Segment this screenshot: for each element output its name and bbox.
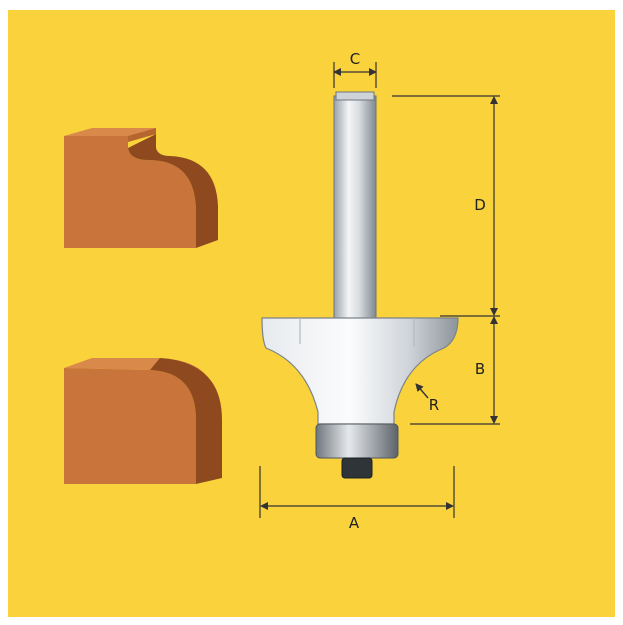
wood-side-face — [128, 134, 218, 248]
dim-r-leader — [415, 383, 429, 399]
router-bit — [261, 91, 459, 479]
bit-bearing — [315, 423, 399, 459]
dimension-c: C — [333, 50, 377, 88]
background-panel — [8, 10, 615, 617]
bearing-screw — [341, 457, 373, 479]
wood-profile-rounded-edge — [64, 358, 222, 484]
label-d: D — [474, 196, 486, 214]
wood-profile-cut-edge — [64, 128, 218, 248]
bit-shank — [333, 95, 377, 319]
dimension-a: A — [259, 466, 455, 532]
wood-side-face-2 — [150, 358, 222, 484]
wood-inner-shoulder — [128, 128, 156, 142]
label-a: A — [349, 514, 360, 532]
label-c: C — [350, 50, 360, 68]
label-b: B — [475, 360, 485, 378]
wood-front-face-2 — [64, 368, 196, 484]
shank-top-cap — [335, 91, 375, 101]
wood-front-face — [64, 136, 196, 248]
cutter-facet-line — [299, 318, 415, 346]
dimension-b: B — [410, 316, 500, 425]
label-r: R — [429, 396, 439, 414]
dimension-r: R — [415, 383, 439, 414]
